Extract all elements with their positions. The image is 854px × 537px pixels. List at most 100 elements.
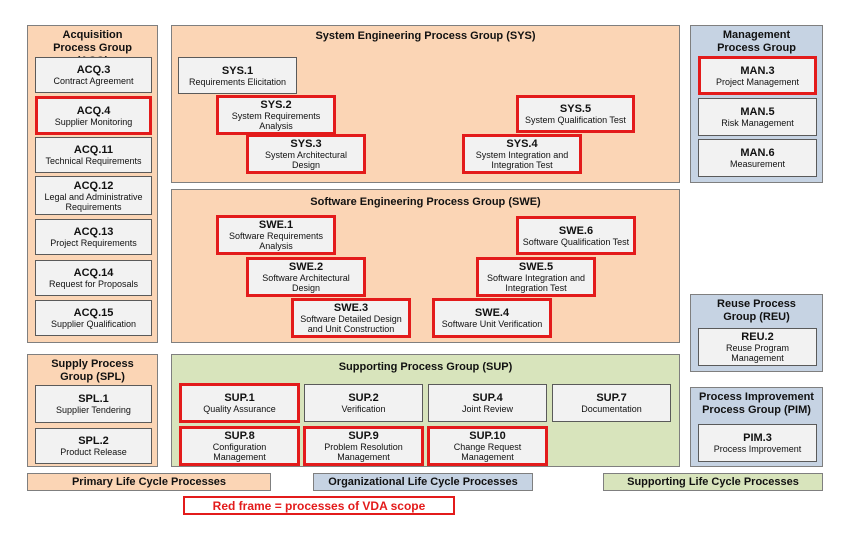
process-code: ACQ.4 bbox=[76, 104, 111, 117]
process-code: SYS.2 bbox=[260, 99, 292, 111]
process-sup9: SUP.9 Problem Resolution Management bbox=[303, 426, 424, 466]
legend-supporting: Supporting Life Cycle Processes bbox=[603, 473, 823, 491]
process-name: Software Qualification Test bbox=[522, 236, 630, 247]
process-code: SYS.5 bbox=[559, 103, 592, 115]
process-code: REU.2 bbox=[741, 331, 774, 343]
process-code: ACQ.14 bbox=[73, 267, 114, 279]
process-pim3: PIM.3 Process Improvement bbox=[698, 424, 817, 462]
process-sys4: SYS.4 System Integration and Integration… bbox=[462, 134, 582, 174]
process-code: ACQ.12 bbox=[73, 179, 114, 192]
process-name: Technical Requirements bbox=[45, 156, 142, 166]
process-code: ACQ.15 bbox=[73, 307, 114, 319]
process-name: Documentation bbox=[581, 404, 642, 414]
process-code: SUP.4 bbox=[472, 392, 503, 404]
process-name: Requirements Elicitation bbox=[188, 76, 287, 87]
process-sup8: SUP.8 Configuration Management bbox=[179, 426, 300, 466]
process-acq15: ACQ.15 Supplier Qualification bbox=[35, 300, 152, 336]
process-code: MAN.3 bbox=[740, 64, 775, 77]
process-code: SUP.9 bbox=[348, 430, 379, 442]
process-name: Process Improvement bbox=[713, 444, 802, 454]
process-code: MAN.6 bbox=[740, 147, 775, 159]
process-name: Software Unit Verification bbox=[441, 319, 543, 329]
process-acq14: ACQ.14 Request for Proposals bbox=[35, 260, 152, 296]
process-sys2: SYS.2 System Requirements Analysis bbox=[216, 95, 336, 135]
process-name: Supplier Monitoring bbox=[54, 116, 133, 127]
process-name: Software Requirements Analysis bbox=[228, 231, 324, 251]
process-name: Product Release bbox=[60, 447, 127, 457]
process-code: PIM.3 bbox=[743, 432, 772, 444]
process-sup4: SUP.4 Joint Review bbox=[428, 384, 547, 422]
process-code: SWE.6 bbox=[558, 224, 594, 237]
process-code: SWE.5 bbox=[518, 261, 554, 273]
legend-primary: Primary Life Cycle Processes bbox=[27, 473, 271, 491]
sys-group-title: System Engineering Process Group (SYS) bbox=[315, 30, 536, 42]
pim-group-title: Process Improvement Process Group (PIM) bbox=[699, 391, 814, 416]
process-name: Quality Assurance bbox=[203, 404, 276, 414]
process-code: ACQ.13 bbox=[73, 226, 114, 238]
process-name: Software Detailed Design and Unit Constr… bbox=[300, 314, 402, 334]
process-sup1: SUP.1 Quality Assurance bbox=[179, 383, 300, 423]
process-code: SUP.2 bbox=[348, 392, 379, 404]
process-name: System Architectural Design bbox=[264, 150, 348, 170]
process-man3: MAN.3 Project Management bbox=[698, 56, 817, 95]
process-name: Project Management bbox=[715, 76, 800, 87]
process-swe4: SWE.4 Software Unit Verification bbox=[432, 298, 552, 338]
process-name: System Qualification Test bbox=[525, 115, 626, 125]
process-name: Project Requirements bbox=[50, 238, 137, 248]
process-name: Contract Agreement bbox=[53, 76, 134, 86]
process-code: SWE.2 bbox=[288, 261, 324, 273]
process-acq3: ACQ.3 Contract Agreement bbox=[35, 57, 152, 93]
process-acq12: ACQ.12 Legal and Administrative Requirem… bbox=[35, 176, 152, 215]
process-name: Software Architectural Design bbox=[262, 273, 350, 293]
process-code: SWE.3 bbox=[333, 302, 369, 314]
process-reu2: REU.2 Reuse Program Management bbox=[698, 328, 817, 366]
process-code: SWE.4 bbox=[474, 307, 510, 319]
process-spl1: SPL.1 Supplier Tendering bbox=[35, 385, 152, 423]
process-name: System Requirements Analysis bbox=[231, 111, 321, 131]
process-man5: MAN.5 Risk Management bbox=[698, 98, 817, 136]
process-sup2: SUP.2 Verification bbox=[304, 384, 423, 422]
process-code: SYS.3 bbox=[290, 138, 322, 150]
process-code: SUP.8 bbox=[224, 430, 255, 442]
process-name: System Integration and Integration Test bbox=[475, 150, 569, 170]
process-swe5: SWE.5 Software Integration and Integrati… bbox=[476, 257, 596, 297]
process-code: SWE.1 bbox=[258, 219, 294, 231]
process-code: ACQ.3 bbox=[76, 64, 111, 76]
spl-group-title: Supply Process Group (SPL) bbox=[51, 358, 134, 383]
process-code: SUP.10 bbox=[469, 430, 506, 442]
vda-scope-note: Red frame = processes of VDA scope bbox=[183, 496, 455, 515]
process-name: Legal and Administrative Requirements bbox=[44, 191, 143, 212]
reu-group-title: Reuse Process Group (REU) bbox=[717, 298, 796, 323]
process-code: SYS.1 bbox=[221, 64, 254, 77]
process-sys3: SYS.3 System Architectural Design bbox=[246, 134, 366, 174]
process-code: MAN.5 bbox=[740, 106, 775, 118]
process-name: Software Integration and Integration Tes… bbox=[486, 273, 586, 293]
process-acq13: ACQ.13 Project Requirements bbox=[35, 219, 152, 255]
process-acq11: ACQ.11 Technical Requirements bbox=[35, 137, 152, 173]
process-code: ACQ.11 bbox=[73, 144, 114, 156]
process-name: Problem Resolution Management bbox=[324, 442, 403, 462]
process-code: SPL.1 bbox=[78, 393, 109, 405]
process-code: SUP.7 bbox=[596, 392, 627, 404]
process-name: Joint Review bbox=[461, 404, 514, 414]
sup-group-title: Supporting Process Group (SUP) bbox=[338, 361, 513, 373]
process-man6: MAN.6 Measurement bbox=[698, 139, 817, 177]
process-name: Supplier Qualification bbox=[50, 319, 137, 329]
process-swe1: SWE.1 Software Requirements Analysis bbox=[216, 215, 336, 255]
process-spl2: SPL.2 Product Release bbox=[35, 428, 152, 464]
process-name: Verification bbox=[341, 404, 386, 414]
process-name: Change Request Management bbox=[453, 442, 522, 462]
process-name: Supplier Tendering bbox=[56, 405, 131, 415]
process-swe2: SWE.2 Software Architectural Design bbox=[246, 257, 366, 297]
process-code: SYS.4 bbox=[506, 138, 538, 150]
process-acq4: ACQ.4 Supplier Monitoring bbox=[35, 96, 152, 135]
process-name: Request for Proposals bbox=[48, 279, 139, 289]
process-name: Measurement bbox=[729, 159, 786, 169]
process-swe6: SWE.6 Software Qualification Test bbox=[516, 216, 636, 255]
process-sup7: SUP.7 Documentation bbox=[552, 384, 671, 422]
process-code: SUP.1 bbox=[224, 392, 255, 404]
process-sys5: SYS.5 System Qualification Test bbox=[516, 95, 635, 133]
process-name: Configuration Management bbox=[212, 442, 267, 462]
process-sup10: SUP.10 Change Request Management bbox=[427, 426, 548, 466]
legend-organizational: Organizational Life Cycle Processes bbox=[313, 473, 533, 491]
